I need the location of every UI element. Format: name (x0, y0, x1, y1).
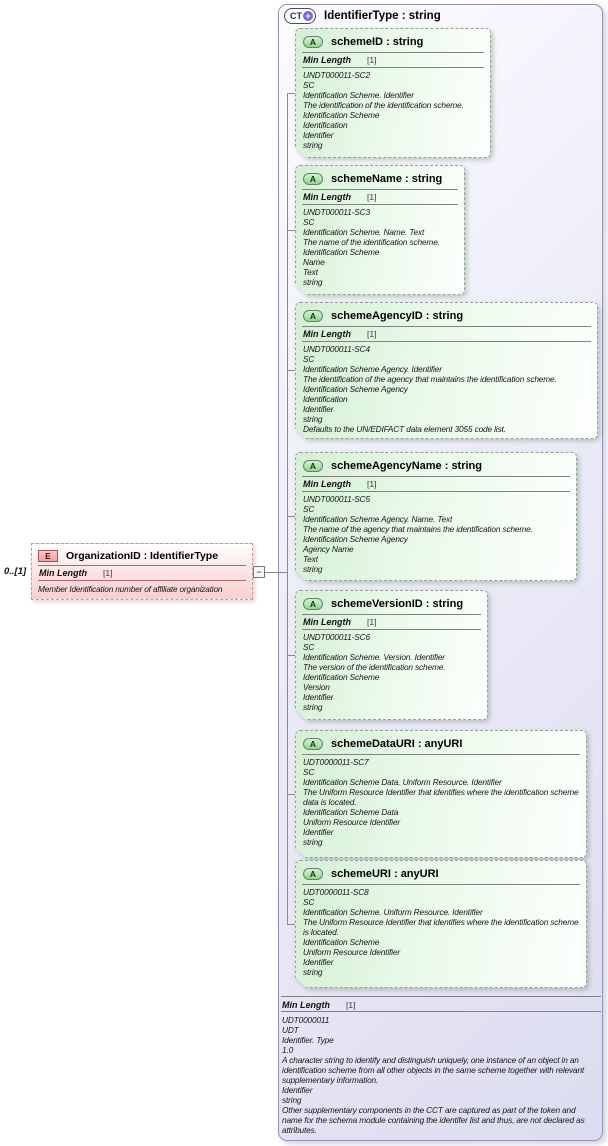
attribute-title: schemeURI : anyURI (331, 867, 439, 880)
complex-type-icon[interactable]: CT + (284, 7, 316, 24)
connector-stub-schemename (287, 230, 296, 231)
attribute-icon: A (303, 738, 323, 750)
attribute-title: schemeID : string (331, 35, 424, 48)
complex-type-header: CT + IdentifierType : string (284, 7, 441, 24)
complex-type-facet-section: Min Length [1] (281, 996, 601, 1012)
attribute-box-schemeversionid: A schemeVersionID : string Min Length [1… (295, 590, 488, 720)
facet-row: Min Length [1] (303, 191, 377, 202)
attribute-title: schemeDataURI : anyURI (331, 737, 463, 750)
divider (38, 565, 246, 566)
attribute-icon: A (303, 310, 323, 322)
attribute-title: schemeAgencyID : string (331, 309, 464, 322)
attribute-icon: A (303, 868, 323, 880)
facet-row: Min Length [1] (303, 478, 377, 489)
divider (302, 754, 580, 755)
divider (38, 580, 246, 581)
cardinality-label: 0..[1] (4, 566, 27, 577)
facet-row: Min Length [1] (39, 567, 113, 578)
facet-row: Min Length [1] (282, 999, 356, 1010)
connector-stub-schemeagencyname (287, 516, 296, 517)
divider (281, 996, 601, 997)
divider (302, 67, 484, 68)
attribute-icon: A (303, 598, 323, 610)
divider (302, 614, 481, 615)
attribute-box-schemeid: A schemeID : string Min Length [1] UNDT0… (295, 28, 491, 158)
divider (302, 884, 580, 885)
facet-row: Min Length [1] (303, 616, 377, 627)
connector-stub-schemedatauri (287, 794, 296, 795)
connector-stub-schemeagencyid (287, 370, 296, 371)
divider (302, 476, 570, 477)
attribute-title: schemeAgencyName : string (331, 459, 482, 472)
divider (281, 1011, 601, 1012)
connector-stub-schemeid (287, 93, 296, 94)
divider (302, 629, 481, 630)
facet-row: Min Length [1] (303, 54, 377, 65)
connector-trunk-line (287, 93, 288, 924)
divider (302, 189, 458, 190)
facet-row: Min Length [1] (303, 328, 377, 339)
attribute-title: schemeVersionID : string (331, 597, 464, 610)
attribute-box-schemename: A schemeName : string Min Length [1] UND… (295, 165, 465, 295)
connector-element-line (265, 572, 288, 573)
element-title: OrganizationID : IdentifierType (66, 549, 219, 562)
connector-stub-schemeuri (287, 924, 296, 925)
attribute-icon: A (303, 173, 323, 185)
divider (302, 341, 591, 342)
divider (302, 52, 484, 53)
element-icon: E (38, 549, 58, 562)
element-annotation: Member Identification number of affiliat… (38, 584, 223, 594)
attribute-title: schemeName : string (331, 172, 443, 185)
collapse-toggle-button[interactable]: − (253, 566, 265, 578)
complex-type-title: IdentifierType : string (324, 9, 441, 22)
plus-icon: + (303, 10, 313, 21)
divider (302, 204, 458, 205)
attribute-icon: A (303, 36, 323, 48)
connector-stub-schemeversionid (287, 655, 296, 656)
attribute-icon: A (303, 460, 323, 472)
attribute-box-schemeagencyname: A schemeAgencyName : string Min Length [… (295, 452, 577, 581)
divider (302, 326, 591, 327)
element-box-organizationid: E OrganizationID : IdentifierType Min Le… (31, 543, 253, 600)
divider (302, 491, 570, 492)
attribute-box-schemeagencyid: A schemeAgencyID : string Min Length [1]… (295, 302, 598, 439)
